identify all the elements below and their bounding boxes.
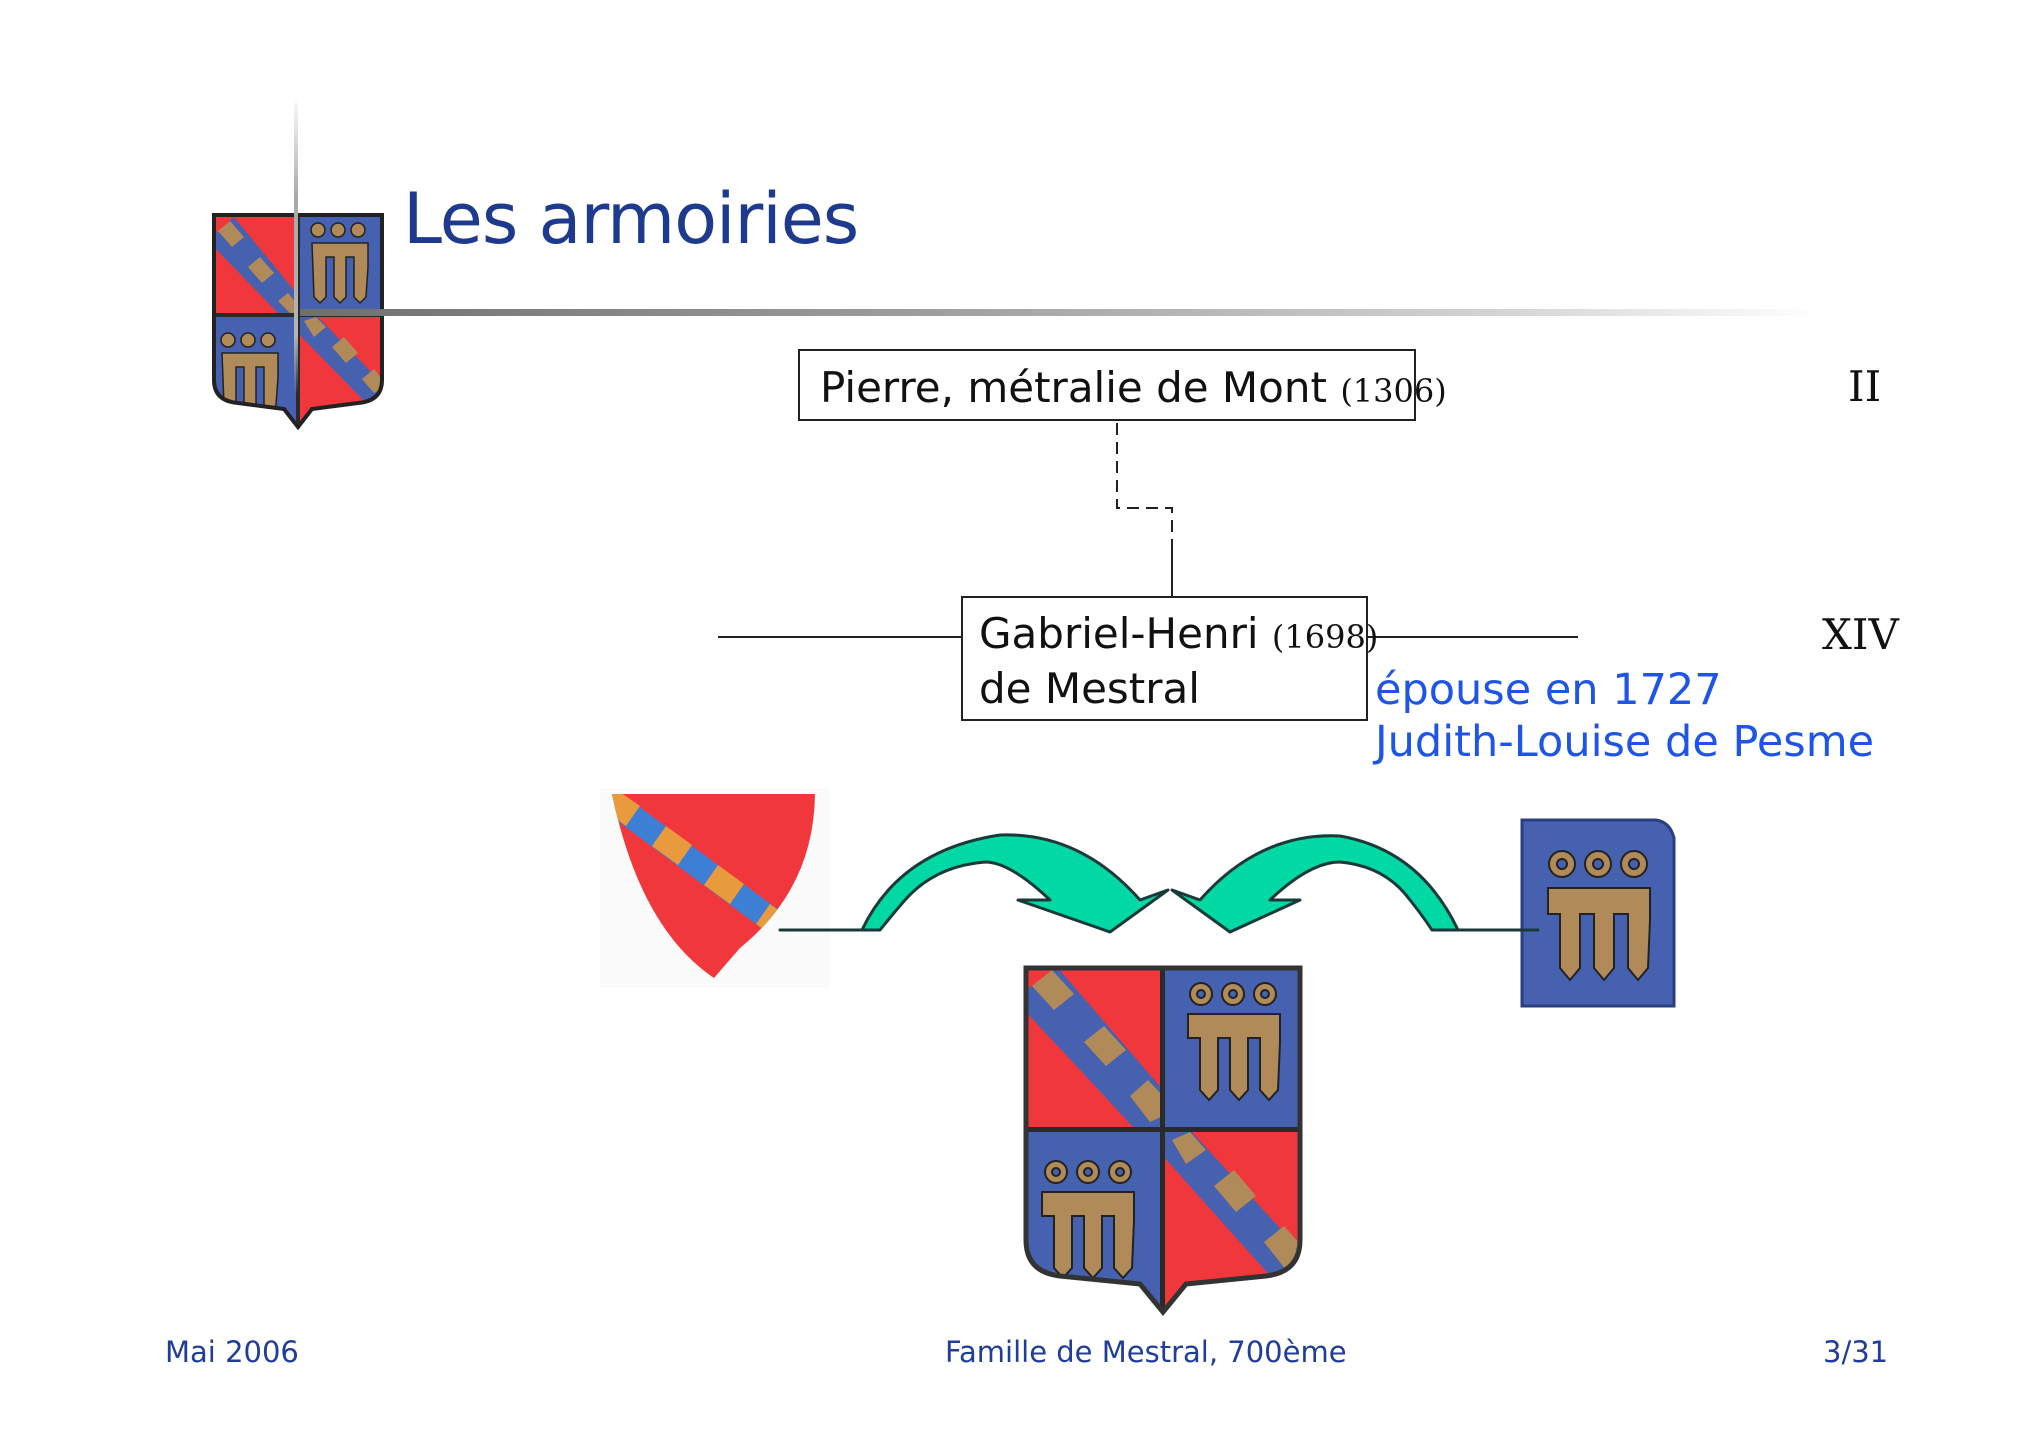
page-number: 3/31 — [1823, 1335, 1889, 1369]
generation-label: II — [1848, 362, 1882, 411]
ancestor-year: (1306) — [1340, 372, 1447, 410]
mestral-arms-shield — [600, 788, 830, 988]
descendant-box: Gabriel-Henri (1698) de Mestral — [961, 596, 1378, 721]
marriage-note: épouse en 1727 Judith-Louise de Pesme — [1375, 664, 1874, 768]
footer-date: Mai 2006 — [165, 1335, 299, 1369]
slide-title: Les armoiries — [403, 178, 859, 260]
ancestor-box: Pierre, métralie de Mont (1306) — [798, 349, 1447, 421]
marriage-line: épouse en 1727 — [1375, 665, 1722, 715]
descendant-name: Gabriel-Henri — [979, 609, 1259, 658]
header-horizontal-rule — [300, 309, 1820, 316]
header-coat-of-arms — [212, 213, 384, 431]
footer-title: Famille de Mestral, 700ème — [945, 1335, 1347, 1369]
spouse-name: Judith-Louise de Pesme — [1375, 717, 1875, 767]
ancestor-name: Pierre, métralie de Mont — [820, 363, 1327, 412]
combined-coat-of-arms — [1023, 965, 1303, 1316]
descendant-year: (1698) — [1271, 618, 1379, 656]
generation-label: XIV — [1822, 610, 1899, 659]
header-vertical-rule — [294, 95, 298, 395]
descendant-surname: de Mestral — [979, 664, 1200, 713]
pesme-arms-shield — [1520, 818, 1676, 1008]
